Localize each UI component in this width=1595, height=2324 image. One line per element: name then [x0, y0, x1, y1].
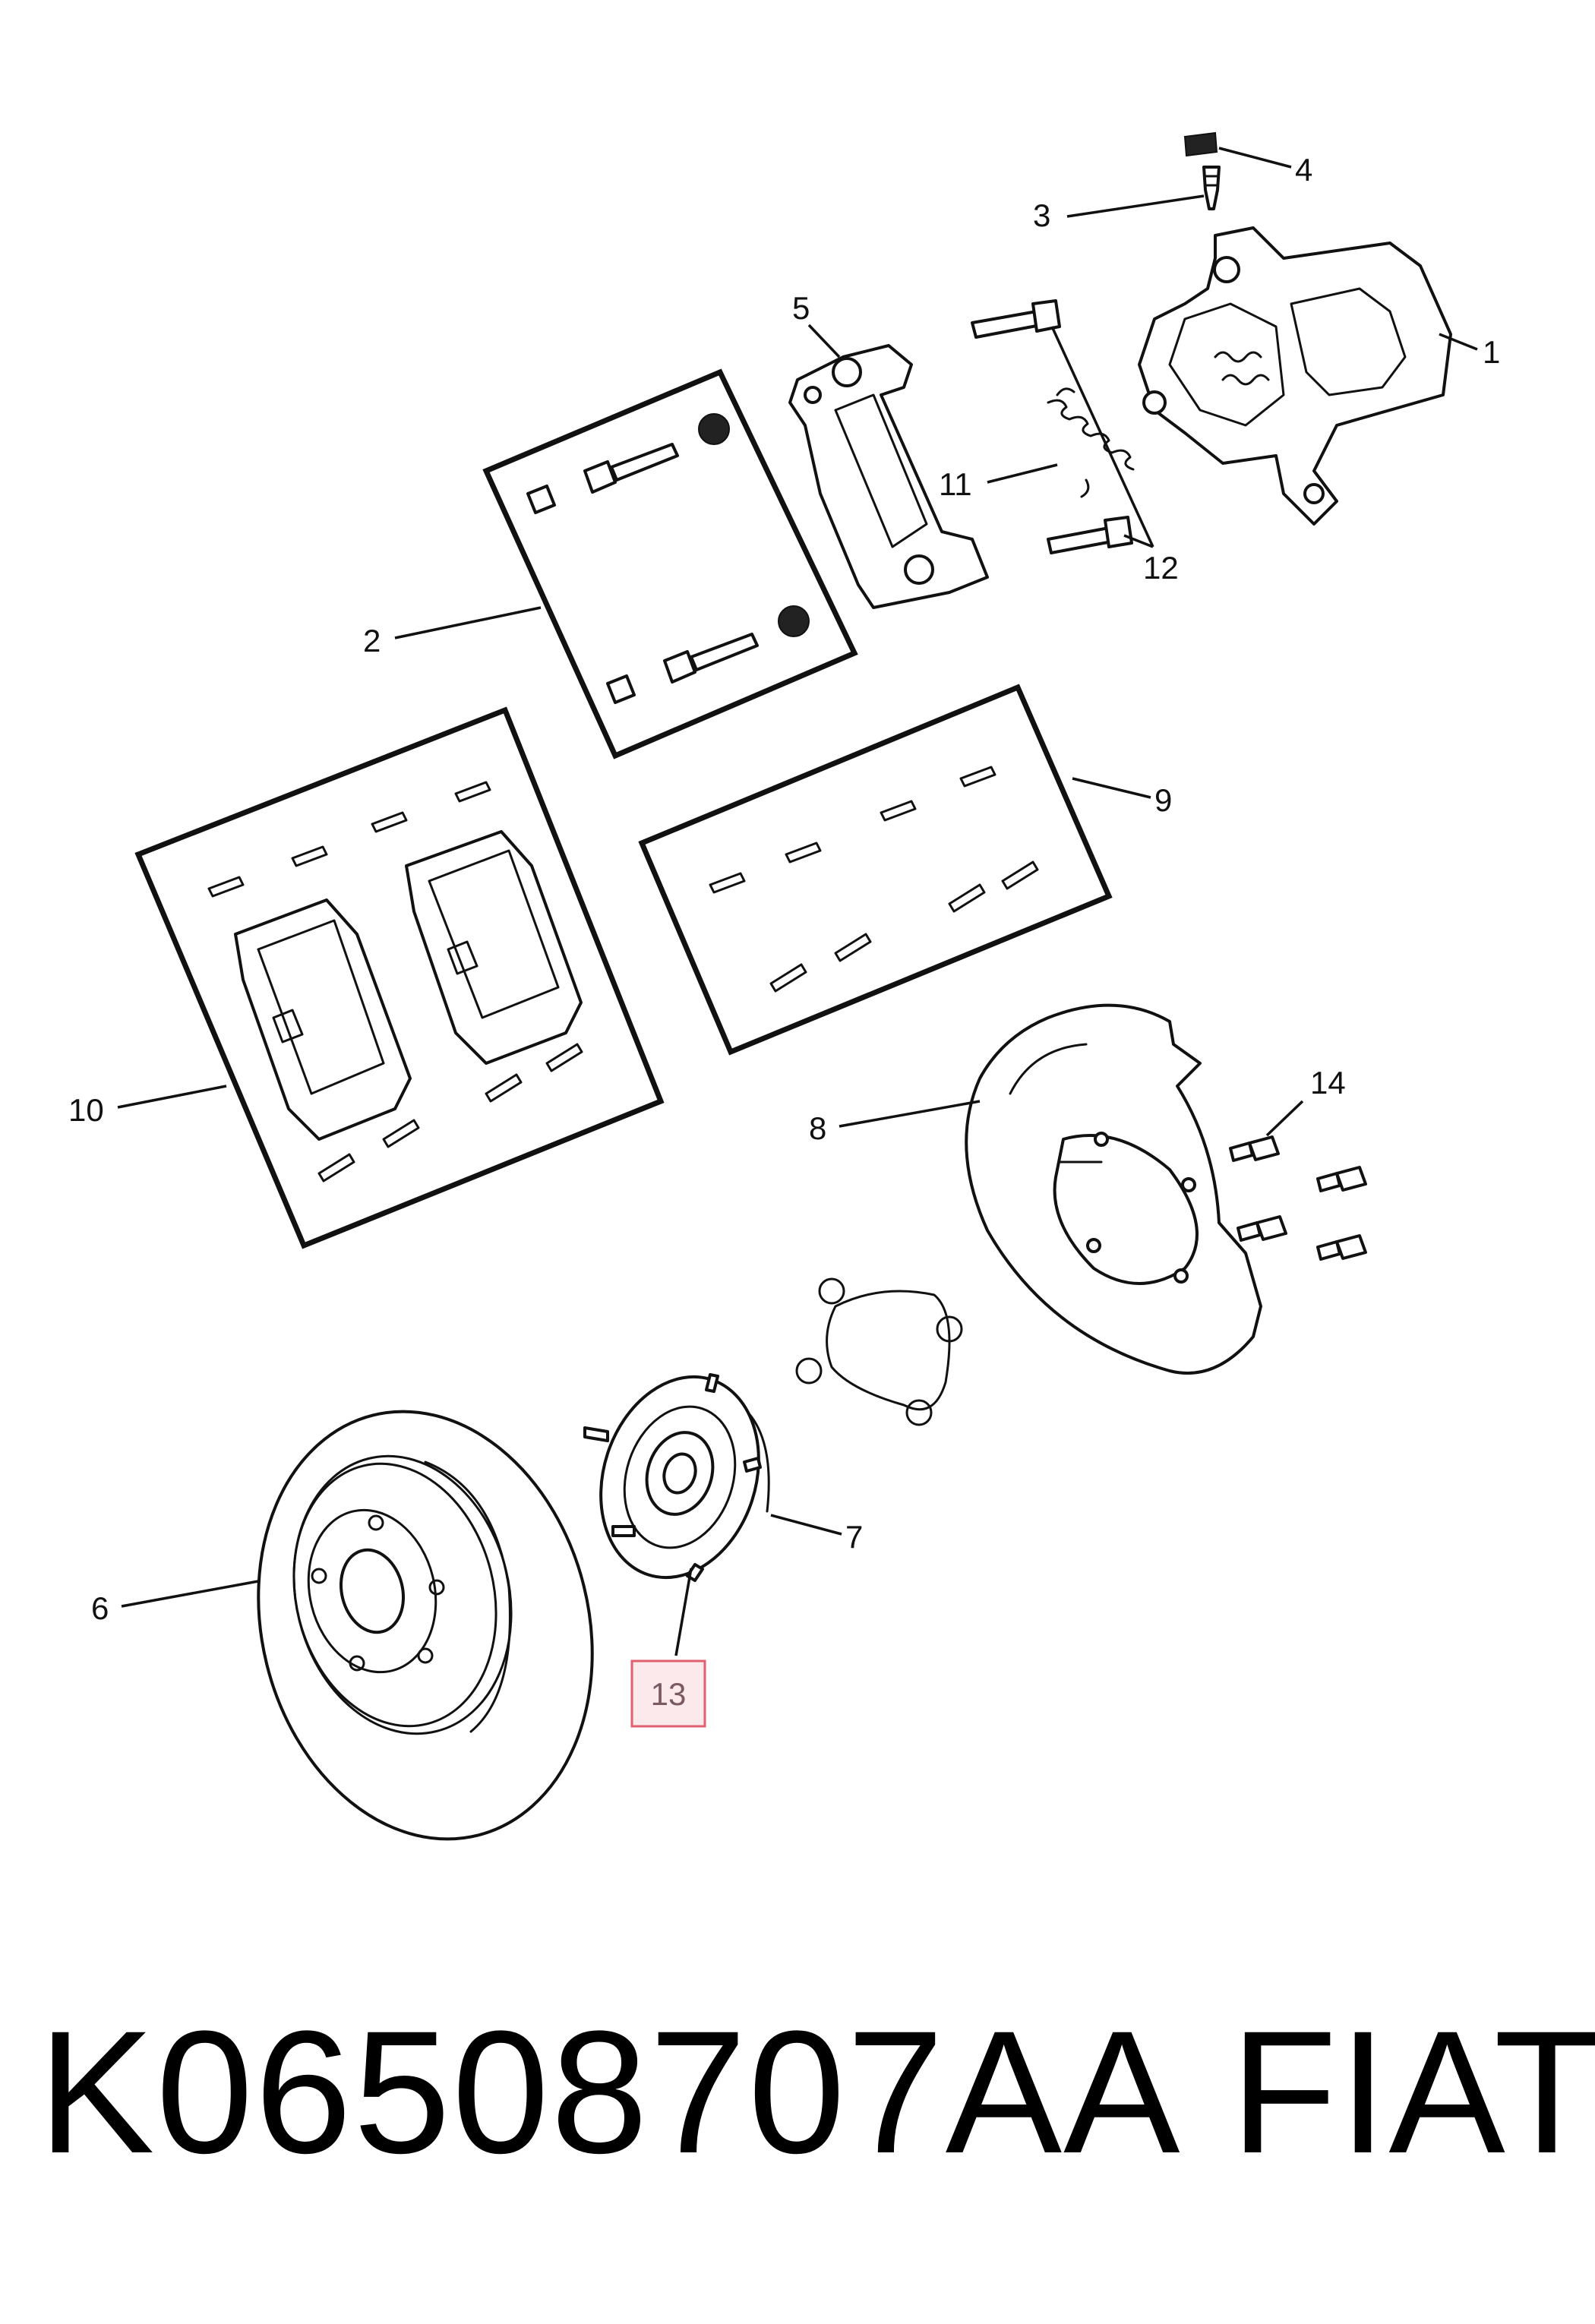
callout-14[interactable]: 14 — [1310, 1065, 1346, 1100]
brake-pad-kit-part[interactable] — [134, 706, 665, 1249]
leader-7 — [770, 1514, 842, 1536]
dust-cap-part[interactable] — [1183, 131, 1218, 157]
leader-12a — [1050, 326, 1154, 548]
gasket-part[interactable] — [795, 1277, 963, 1426]
leader-8 — [839, 1100, 981, 1128]
spring-part[interactable] — [1047, 387, 1135, 498]
leader-14 — [1265, 1100, 1304, 1137]
guide-bolt-upper[interactable] — [971, 299, 1061, 339]
guide-bolt-lower[interactable] — [1047, 516, 1133, 554]
hardware-kit-part[interactable] — [482, 368, 858, 759]
leader-5 — [807, 324, 841, 358]
callout-1[interactable]: 1 — [1483, 334, 1500, 370]
callout-12[interactable]: 12 — [1143, 550, 1179, 586]
callout-10[interactable]: 10 — [68, 1092, 104, 1128]
callout-9[interactable]: 9 — [1154, 782, 1172, 818]
leader-10 — [117, 1085, 227, 1109]
caliper-part[interactable] — [1138, 226, 1452, 526]
brake-rotor-part[interactable] — [214, 1375, 636, 1874]
leader-13 — [674, 1568, 693, 1656]
leader-2 — [394, 606, 542, 639]
leader-3 — [1066, 194, 1205, 218]
callout-13[interactable]: 13 — [651, 1676, 687, 1712]
hub-bearing-part[interactable] — [576, 1356, 784, 1599]
leader-1 — [1439, 333, 1478, 351]
callout-7[interactable]: 7 — [845, 1519, 863, 1555]
callout-5[interactable]: 5 — [792, 290, 810, 326]
callout-11[interactable]: 11 — [939, 466, 972, 502]
callout-6[interactable]: 6 — [91, 1590, 109, 1626]
leader-9 — [1072, 777, 1151, 799]
dust-shield-part[interactable] — [965, 1003, 1262, 1375]
callout-13-highlight — [630, 1659, 706, 1728]
leader-11 — [987, 463, 1058, 484]
leader-4 — [1218, 147, 1292, 169]
caliper-bracket-part[interactable] — [788, 344, 989, 609]
leader-12b — [1123, 534, 1154, 548]
part-number-label: K06508707AA — [38, 1994, 1182, 2190]
callout-3[interactable]: 3 — [1033, 197, 1050, 233]
leader-6 — [121, 1580, 259, 1608]
shield-bolts-part[interactable] — [1229, 1135, 1367, 1261]
callout-4[interactable]: 4 — [1295, 152, 1312, 188]
clip-kit-part[interactable] — [638, 684, 1113, 1056]
bleeder-screw-part[interactable] — [1202, 166, 1221, 210]
brand-label: FIAT — [1230, 1994, 1595, 2190]
callout-2[interactable]: 2 — [363, 623, 381, 658]
callout-8[interactable]: 8 — [809, 1110, 826, 1146]
